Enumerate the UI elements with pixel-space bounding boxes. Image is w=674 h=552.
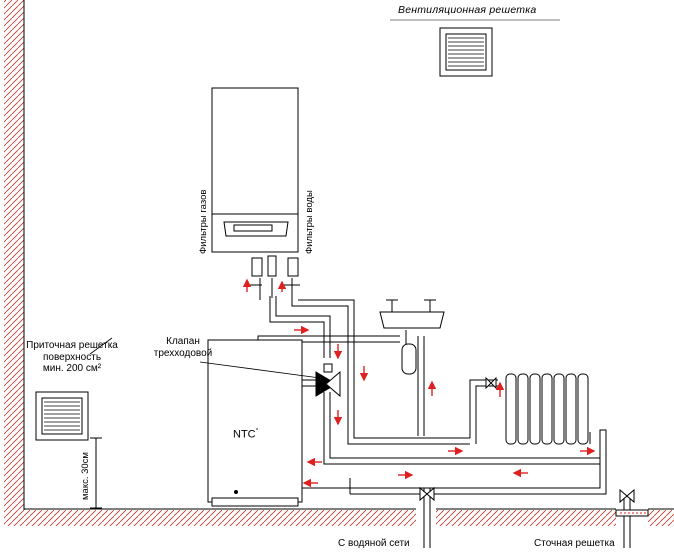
floor [4, 508, 674, 526]
water-supply-label: С водяной сети [338, 538, 410, 549]
supply-grille-line2: поверхность [42, 351, 102, 363]
gas-filters-label: Фильтры газов [198, 189, 209, 254]
flow-arrows [242, 278, 596, 488]
wall [4, 0, 25, 510]
valve-label-line2: трехходовой [153, 347, 213, 359]
valve-label: Клапан трехходовой [152, 336, 214, 359]
ntc-sensor-label: NTC° [233, 428, 259, 441]
drain-grille [615, 509, 649, 517]
vent-grille-label: Вентиляционная решетка [398, 4, 537, 16]
radiator [505, 373, 589, 445]
ventilation-grille [439, 27, 493, 77]
water-filters-label: Фильтры воды [304, 190, 315, 254]
ntc-text: NTC [233, 428, 256, 441]
height-dimension [90, 437, 102, 509]
drain-grille-label: Сточная решетка [534, 538, 615, 549]
max-height-label: макс. 30см [80, 452, 91, 500]
supply-grille-label: Приточная решетка поверхность мин. 200 с… [26, 340, 118, 375]
wall-boiler [211, 87, 299, 253]
sink [379, 299, 445, 375]
supply-grille-line3: мин. 200 см² [42, 363, 102, 374]
boiler-filters [246, 255, 300, 300]
supply-grille [35, 337, 113, 441]
hot-water-tank [207, 339, 303, 507]
valve-label-line1: Клапан [166, 336, 200, 347]
supply-grille-line1: Приточная решетка [26, 340, 118, 351]
valves [419, 376, 635, 504]
three-way-valve [199, 361, 341, 398]
